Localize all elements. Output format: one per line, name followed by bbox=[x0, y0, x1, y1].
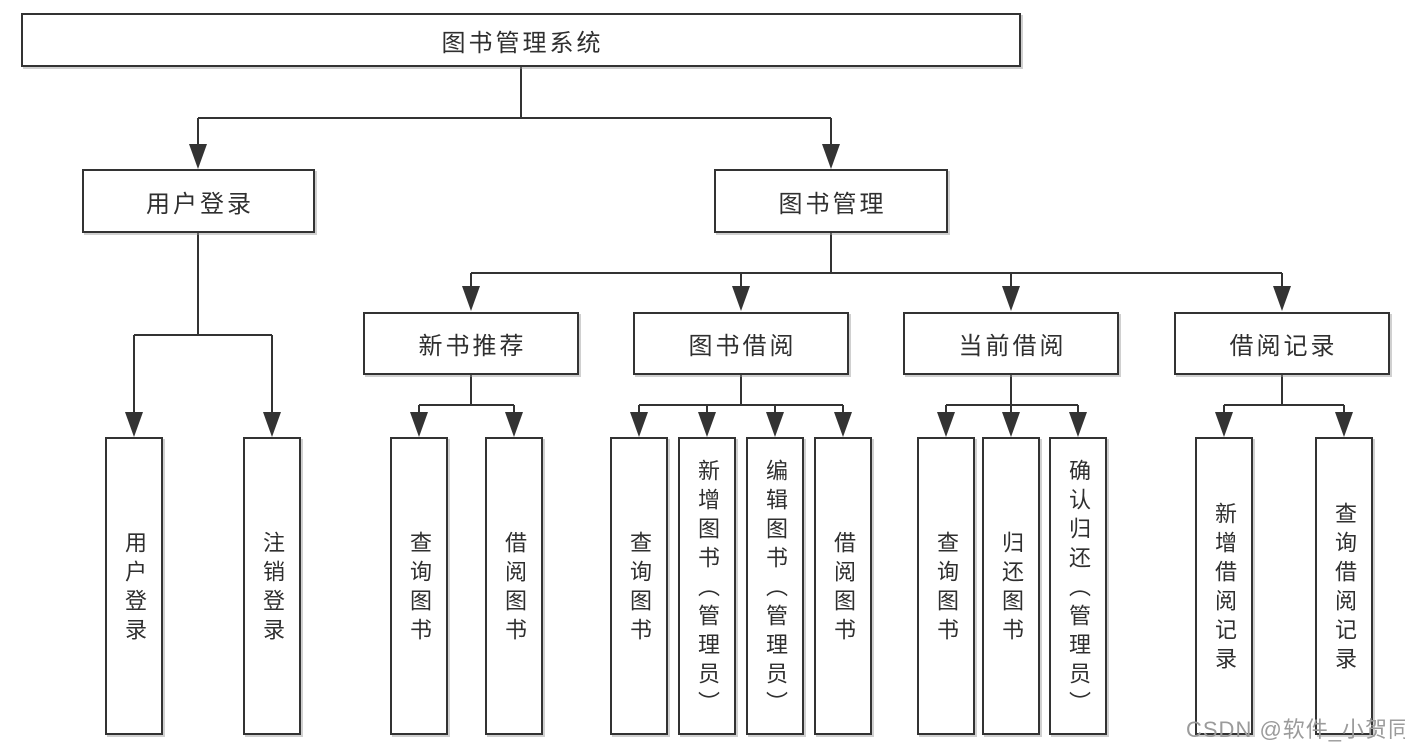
arrowhead-icon bbox=[1215, 412, 1233, 437]
leaf-br-query-record: 查询借阅记录 bbox=[1315, 437, 1373, 735]
leaf-bb-edit-book-admin: 编辑图书（管理员） bbox=[746, 437, 804, 735]
arrowhead-icon bbox=[1002, 286, 1020, 311]
node-book-management: 图书管理 bbox=[714, 169, 948, 233]
node-library-system: 图书管理系统 bbox=[21, 13, 1021, 67]
arrowhead-icon bbox=[732, 286, 750, 311]
arrowhead-icon bbox=[698, 412, 716, 437]
leaf-cb-return-books: 归还图书 bbox=[982, 437, 1040, 735]
arrowhead-icon bbox=[834, 412, 852, 437]
leaf-nb-borrow-books: 借阅图书 bbox=[485, 437, 543, 735]
leaf-bb-query-books: 查询图书 bbox=[610, 437, 668, 735]
leaf-nb-query-books: 查询图书 bbox=[390, 437, 448, 735]
leaf-user-login: 用户登录 bbox=[105, 437, 163, 735]
arrowhead-icon bbox=[410, 412, 428, 437]
node-new-book-recommendation: 新书推荐 bbox=[363, 312, 579, 375]
node-borrow-records: 借阅记录 bbox=[1174, 312, 1390, 375]
leaf-bb-borrow-books: 借阅图书 bbox=[814, 437, 872, 735]
connector-path bbox=[133, 67, 1345, 414]
arrowhead-icon bbox=[1069, 412, 1087, 437]
arrowhead-icon bbox=[937, 412, 955, 437]
watermark: CSDN @软件_小贺同学 bbox=[1186, 717, 1405, 742]
arrowhead-icon bbox=[1335, 412, 1353, 437]
arrowhead-icon bbox=[125, 412, 143, 437]
node-user-login: 用户登录 bbox=[82, 169, 315, 233]
arrowhead-icon bbox=[505, 412, 523, 437]
arrowhead-icon bbox=[189, 144, 207, 169]
leaf-cb-confirm-return-admin: 确认归还（管理员） bbox=[1049, 437, 1107, 735]
arrowhead-icon bbox=[1273, 286, 1291, 311]
arrowhead-icon bbox=[263, 412, 281, 437]
arrowhead-icon bbox=[822, 144, 840, 169]
leaf-br-add-record: 新增借阅记录 bbox=[1195, 437, 1253, 735]
arrowhead-icon bbox=[1002, 412, 1020, 437]
arrowhead-icon bbox=[462, 286, 480, 311]
leaf-logout: 注销登录 bbox=[243, 437, 301, 735]
node-book-borrowing: 图书借阅 bbox=[633, 312, 849, 375]
leaf-cb-query-books: 查询图书 bbox=[917, 437, 975, 735]
leaf-bb-add-book-admin: 新增图书（管理员） bbox=[678, 437, 736, 735]
node-current-borrowing: 当前借阅 bbox=[903, 312, 1119, 375]
arrowhead-icon bbox=[630, 412, 648, 437]
arrowhead-icon bbox=[766, 412, 784, 437]
arrowheads bbox=[125, 144, 1353, 437]
